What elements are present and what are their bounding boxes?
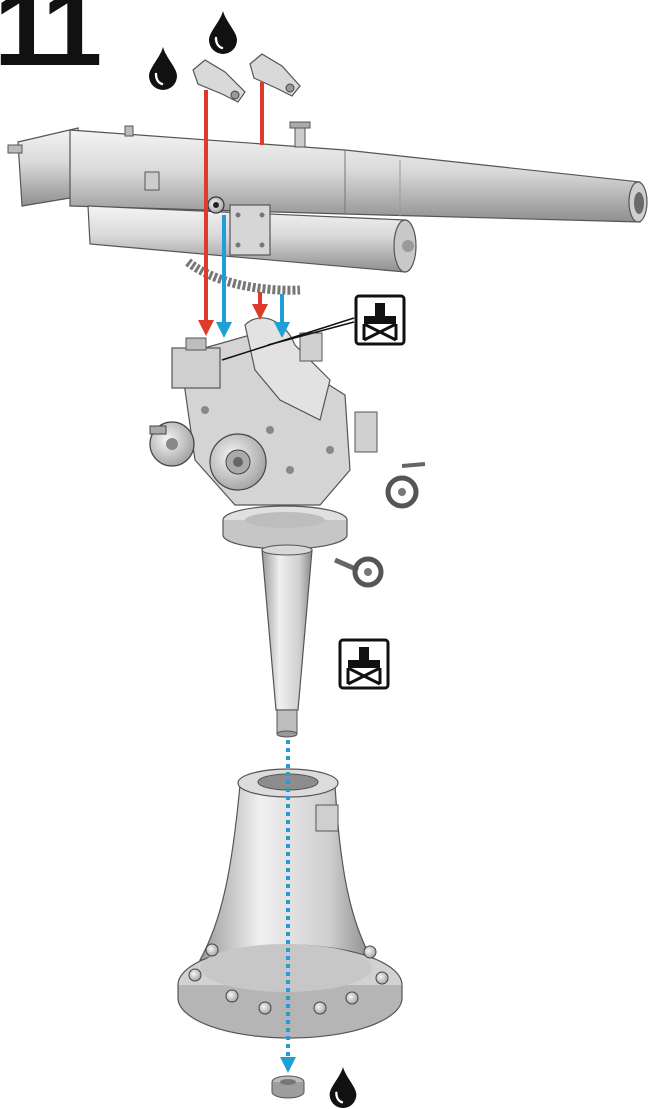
glue-drop-icon (328, 1066, 358, 1108)
glue-drop-icon (208, 10, 238, 54)
base-cap (271, 1075, 305, 1099)
pedestal-base (177, 768, 403, 1039)
trunnion-cap-right (249, 53, 301, 97)
assembly-arrows (198, 82, 355, 1073)
trunnion-cap-left (192, 59, 246, 103)
leader-line (267, 321, 355, 346)
traverse-ring (222, 505, 384, 588)
carriage-mount (149, 317, 426, 509)
step-number: 11 (0, 0, 102, 88)
glue-drop-icon (148, 46, 178, 90)
do-not-glue-icon (354, 294, 406, 346)
do-not-glue-icon (338, 638, 390, 690)
pivot-spindle (261, 544, 313, 738)
gun-barrel-assembly (7, 121, 648, 295)
